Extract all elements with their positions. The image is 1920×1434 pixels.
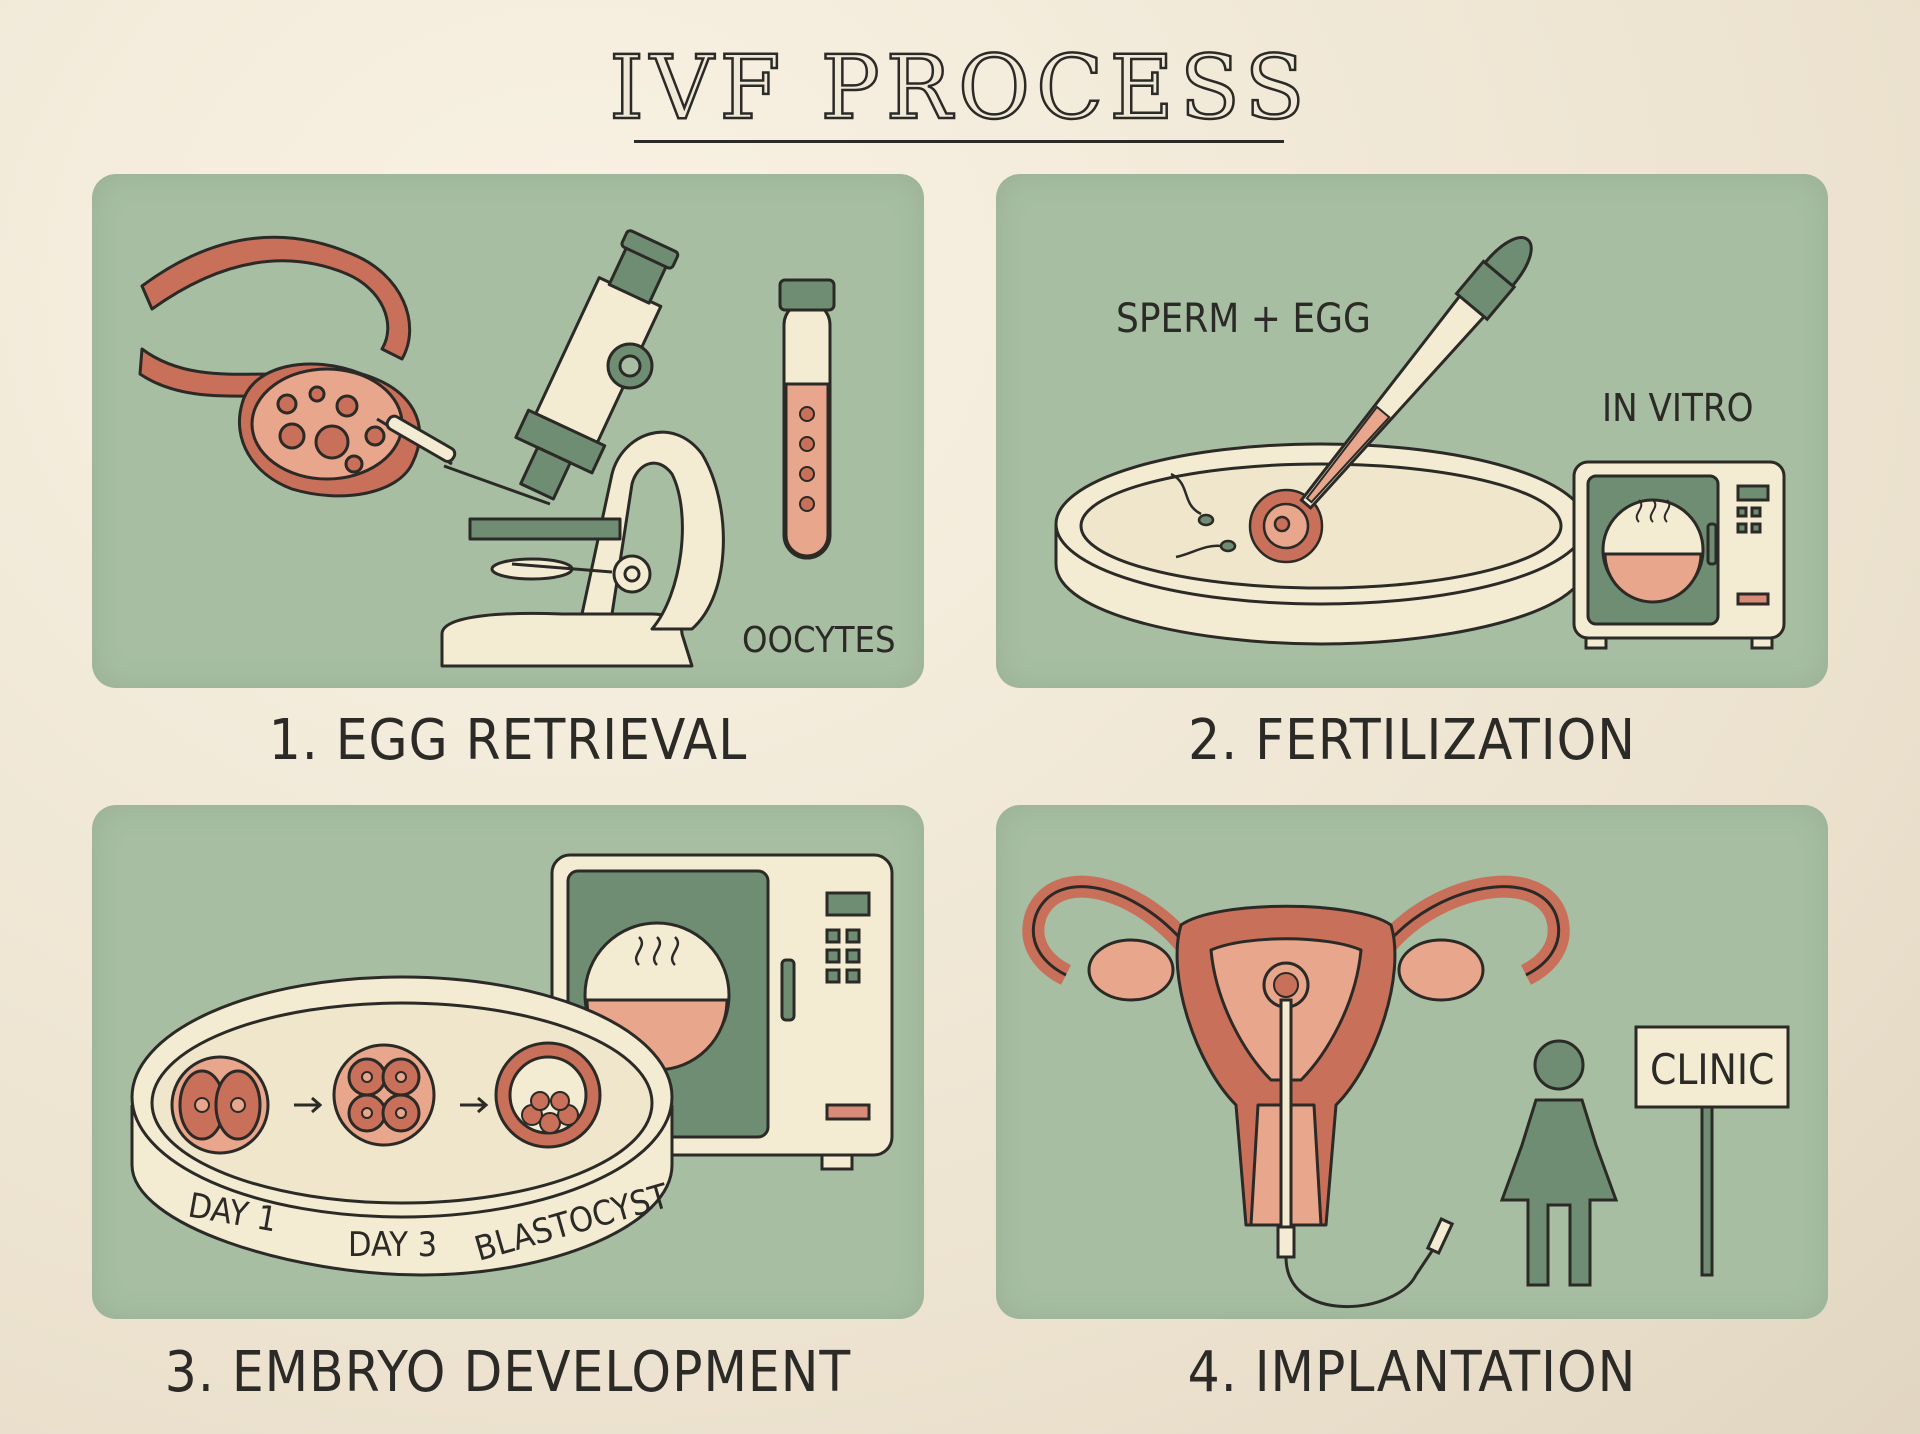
panel-implantation: CLINIC — [996, 805, 1828, 1319]
day3-label: DAY 3 — [348, 1225, 438, 1265]
title-underline — [634, 140, 1284, 143]
sign-icon — [1634, 1025, 1790, 1277]
uterus-icon — [1022, 875, 1570, 1227]
fertilization-illustration — [1054, 236, 1786, 650]
implantation-illustration — [1022, 875, 1790, 1309]
microscope-icon — [440, 229, 725, 668]
panel-egg-retrieval: OOCYTES — [92, 174, 924, 688]
pipette-icon — [1299, 236, 1533, 510]
ovary-icon — [138, 235, 422, 498]
caption-fertilization: 2. FERTILIZATION — [1188, 708, 1636, 773]
blastocyst-icon — [494, 1041, 602, 1149]
arrow-icon — [294, 1096, 323, 1114]
embryo-day3-icon — [332, 1043, 436, 1147]
egg-retrieval-illustration — [138, 229, 836, 668]
caption-implantation: 4. IMPLANTATION — [1187, 1340, 1637, 1405]
embryo-day1-icon — [170, 1055, 270, 1155]
in-vitro-label: IN VITRO — [1602, 386, 1754, 430]
catheter-icon — [1276, 998, 1455, 1309]
woman-icon — [1499, 1039, 1619, 1287]
caption-egg-retrieval: 1. EGG RETRIEVAL — [268, 708, 748, 773]
sperm-icon — [1170, 472, 1237, 559]
arrow-icon — [460, 1096, 489, 1114]
needle-icon — [376, 414, 551, 506]
embryo-development-illustration — [130, 853, 894, 1277]
caption-embryo-development: 3. EMBRYO DEVELOPMENT — [164, 1340, 852, 1405]
page-title: IVF PROCESS — [608, 36, 1311, 139]
panel-fertilization: SPERM + EGG IN VITRO — [996, 174, 1828, 688]
test-tube-icon — [778, 278, 836, 560]
sperm-egg-label: SPERM + EGG — [1116, 296, 1371, 342]
clinic-label: CLINIC — [1650, 1045, 1775, 1094]
incubator-icon — [1572, 460, 1786, 650]
egg-icon — [1248, 488, 1324, 564]
panel-embryo-development: DAY 1 DAY 3 BLASTOCYST — [92, 805, 924, 1319]
oocytes-label: OOCYTES — [742, 620, 896, 661]
